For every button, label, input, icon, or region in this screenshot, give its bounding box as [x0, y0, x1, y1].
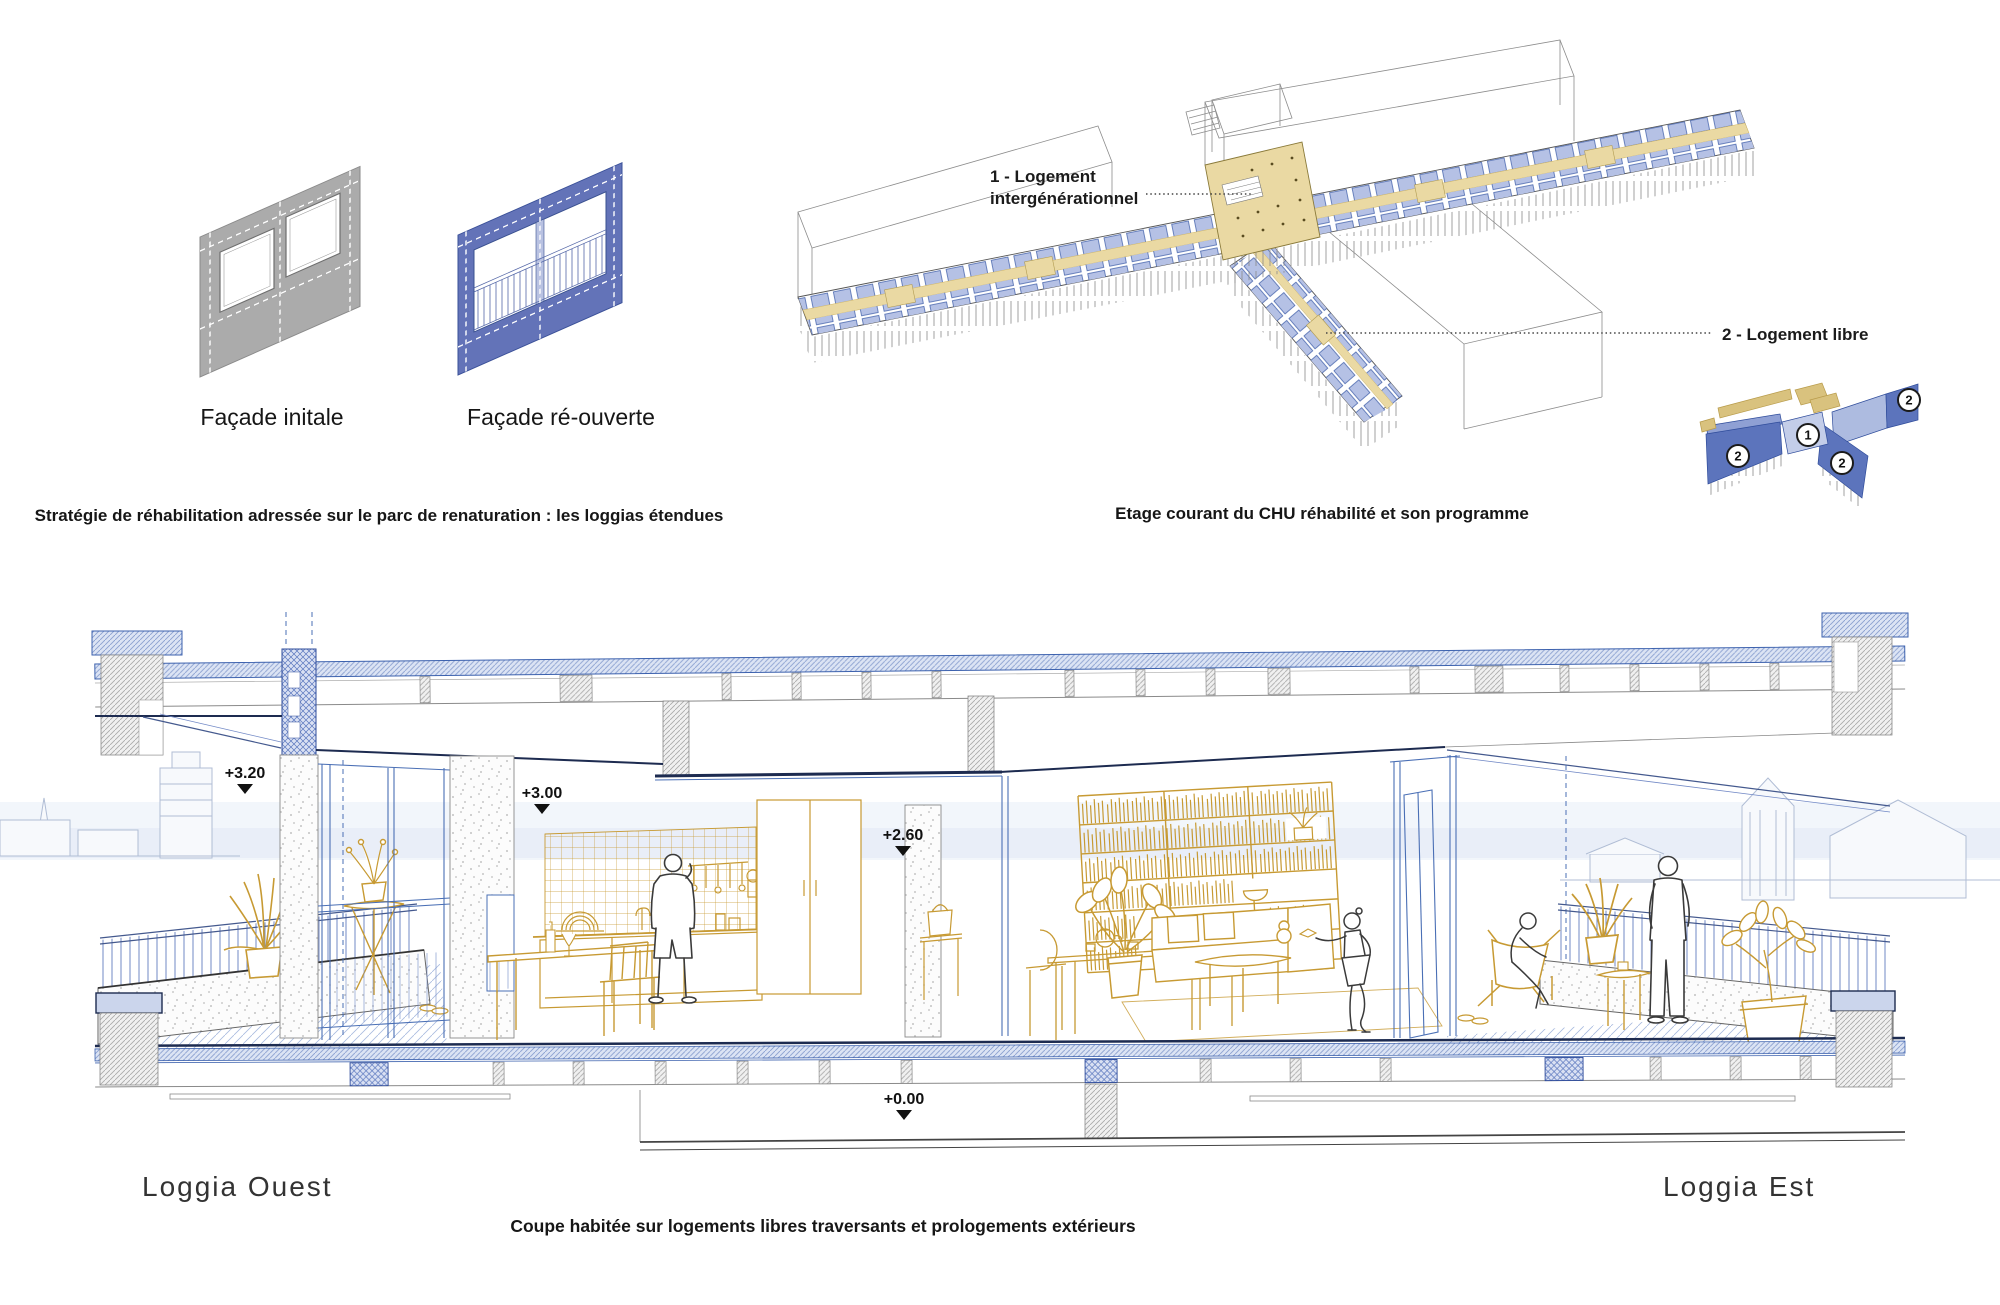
- kitchen-faucet: [635, 907, 651, 930]
- floor-parapet-west: [95, 992, 163, 1086]
- svg-text:2: 2: [1905, 393, 1912, 408]
- key-badge-east: 2: [1897, 388, 1921, 412]
- glazing-west: [317, 763, 451, 1040]
- skyline: [0, 751, 2000, 901]
- axon-drawing: [797, 39, 1755, 450]
- level-triangle-icon: [534, 804, 550, 814]
- svg-text:+3.00: +3.00: [522, 785, 563, 802]
- kitchen-backsplash: [544, 826, 757, 937]
- figure-standing-man: [1647, 855, 1690, 1024]
- roof-assembly: [91, 612, 1909, 813]
- floor-parapet-east: [1830, 990, 1896, 1088]
- concrete-pier-west: [279, 754, 319, 1039]
- facade-study-panel: Façade initale Façade ré-ouverte Stratég…: [35, 161, 724, 525]
- program-key-diagram: 2 1 2 2: [1699, 382, 1921, 510]
- kitchen-jar: [715, 913, 726, 931]
- roof-parapet-west: [91, 630, 183, 756]
- living-room: [1075, 781, 1443, 1043]
- figure-seated-person: [1510, 912, 1549, 1009]
- coffee-table: [1194, 954, 1292, 1012]
- svg-text:2: 2: [1838, 456, 1845, 471]
- level-marker-ground: +0.00: [884, 1091, 925, 1120]
- annotation-1: 1 - Logement intergénérationnel: [990, 167, 1252, 208]
- facade-reopened-label: Façade ré-ouverte: [467, 404, 655, 430]
- axon-caption: Etage courant du CHU réhabilité et son p…: [1115, 504, 1529, 523]
- monstera-plant: [1075, 866, 1176, 999]
- loggia-west-label: Loggia Ouest: [142, 1171, 333, 1202]
- annotation-2-label: 2 - Logement libre: [1722, 325, 1868, 344]
- ceiling-soffits: [95, 713, 1891, 813]
- agave-plant: [1571, 877, 1633, 965]
- svg-text:+3.20: +3.20: [225, 765, 266, 782]
- section-panel: +3.20 +3.00 +2.60 +0.00 Loggia Ouest Log…: [0, 612, 2000, 1236]
- section-caption: Coupe habitée sur logements libres trave…: [510, 1216, 1136, 1236]
- svg-text:+2.60: +2.60: [883, 827, 924, 844]
- kitchen: [532, 799, 862, 1009]
- chair-west: [599, 941, 661, 1036]
- level-marker-roof-west: +3.20: [225, 765, 266, 794]
- level-marker-corridor: +2.60: [883, 827, 924, 856]
- key-badge-south: 2: [1830, 451, 1854, 475]
- floor-axon-panel: 1 - Logement intergénérationnel 2 - Loge…: [797, 39, 1921, 523]
- roof-parapet-east: [1821, 612, 1909, 736]
- svg-text:2: 2: [1734, 449, 1741, 464]
- annotation-2: 2 - Logement libre: [1326, 325, 1868, 344]
- corridor: [904, 776, 1009, 1038]
- bookshelf: [1077, 781, 1343, 974]
- roof-wall-detail: [281, 612, 317, 758]
- loggia-east-railing: [1558, 906, 1890, 998]
- svg-text:+0.00: +0.00: [884, 1091, 925, 1108]
- glazing-east: [1389, 755, 1567, 1039]
- facade-initial-diagram: [199, 165, 361, 378]
- key-badge-center: 1: [1796, 423, 1820, 447]
- figure-dancing-girl: [1315, 907, 1372, 1033]
- console-basket: [919, 904, 963, 1000]
- facade-study-caption: Stratégie de réhabilitation adressée sur…: [35, 506, 724, 525]
- west-wall-and-glazing: [279, 754, 515, 1040]
- level-triangle-icon: [237, 784, 253, 794]
- axon-central-core: [1204, 141, 1321, 261]
- dish-rack: [556, 911, 604, 932]
- tall-cabinet: [756, 799, 862, 995]
- chair-center-left: [1025, 929, 1067, 1036]
- svg-text:1: 1: [1804, 428, 1811, 443]
- slippers-east: [1457, 1014, 1475, 1022]
- level-marker-roof-inner: +3.00: [522, 785, 563, 814]
- level-markers: +3.20 +3.00 +2.60 +0.00: [225, 765, 925, 1120]
- floor-assembly: [94, 990, 1906, 1151]
- key-badge-west: 2: [1726, 444, 1750, 468]
- dropped-ceiling: [654, 695, 1003, 781]
- facade-initial-label: Façade initale: [200, 404, 343, 430]
- figure-kitchen-man: [648, 853, 697, 1004]
- annotation-1-line1: 1 - Logement: [990, 167, 1096, 186]
- level-triangle-icon: [896, 1110, 912, 1120]
- loggia-east-label: Loggia Est: [1663, 1171, 1815, 1202]
- rug: [1121, 987, 1443, 1043]
- level-triangle-icon: [895, 846, 911, 856]
- loggia-east: [1447, 855, 1894, 1053]
- side-table-east: [1595, 961, 1653, 1030]
- axon-fringe-hatch: [798, 150, 1754, 450]
- facade-reopened-diagram: [457, 161, 623, 376]
- annotation-1-line2: intergénérationnel: [990, 189, 1138, 208]
- dining-table-west: [487, 921, 666, 1040]
- axon-stair-cores: [884, 145, 1616, 308]
